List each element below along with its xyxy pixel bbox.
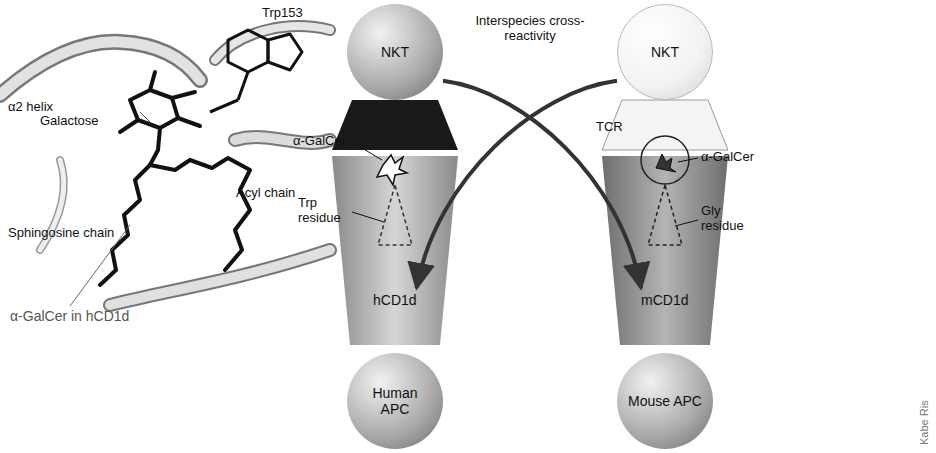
annotation-label: Trp153	[262, 6, 303, 21]
cell-sphere: NKT	[617, 4, 713, 100]
trp153-ring	[210, 30, 302, 112]
molecule-name: mCD1d	[641, 292, 688, 308]
molecule-label-box: hCD1d	[369, 290, 421, 310]
cell-name: Human APC	[357, 385, 433, 417]
alpha-galcer-sticks	[100, 72, 250, 285]
cd1d-shape	[332, 156, 458, 345]
leader-line	[352, 212, 384, 222]
annotation-label: Acyl chain	[236, 186, 295, 201]
watermark: Kabe Ris	[918, 400, 931, 445]
annotation-label: α-GalCer in hCD1d	[10, 308, 129, 324]
cell-name: NKT	[381, 44, 409, 60]
annotation-label: TCR	[596, 120, 623, 135]
leader-line	[140, 112, 150, 122]
annotation-label: α-GalCer	[701, 150, 754, 165]
cell-sphere: Human APC	[347, 353, 443, 449]
cross-reactivity-arrow	[443, 81, 641, 288]
cell-sphere: NKT	[347, 4, 443, 100]
protein-ribbons	[0, 26, 330, 305]
leader-line	[352, 142, 382, 160]
cell-name: Mouse APC	[628, 393, 702, 409]
annotation-label: Sphingosine chain	[8, 226, 133, 241]
annotation-label: α2 helix	[8, 100, 53, 115]
cell-sphere: Mouse APC	[617, 353, 713, 449]
annotation-label: Trp residue	[298, 196, 352, 226]
ligand-symbol	[656, 154, 676, 172]
molecule-label-box: mCD1d	[637, 290, 692, 310]
leader-line	[675, 220, 698, 226]
annotation-label: Gly residue	[701, 204, 755, 234]
gly-residue-marker	[648, 185, 682, 245]
annotation-label: α-GalCer	[293, 134, 346, 149]
cross-reactivity-arrow	[417, 81, 617, 288]
cell-name: NKT	[651, 44, 679, 60]
annotation-label: Interspecies cross-reactivity	[470, 14, 590, 44]
trp-residue-marker	[378, 185, 412, 245]
annotation-label: Galactose	[40, 114, 140, 129]
leader-line	[678, 158, 698, 162]
tcr-outline	[641, 136, 689, 184]
molecule-name: hCD1d	[373, 292, 417, 308]
tcr-shape	[332, 100, 458, 150]
